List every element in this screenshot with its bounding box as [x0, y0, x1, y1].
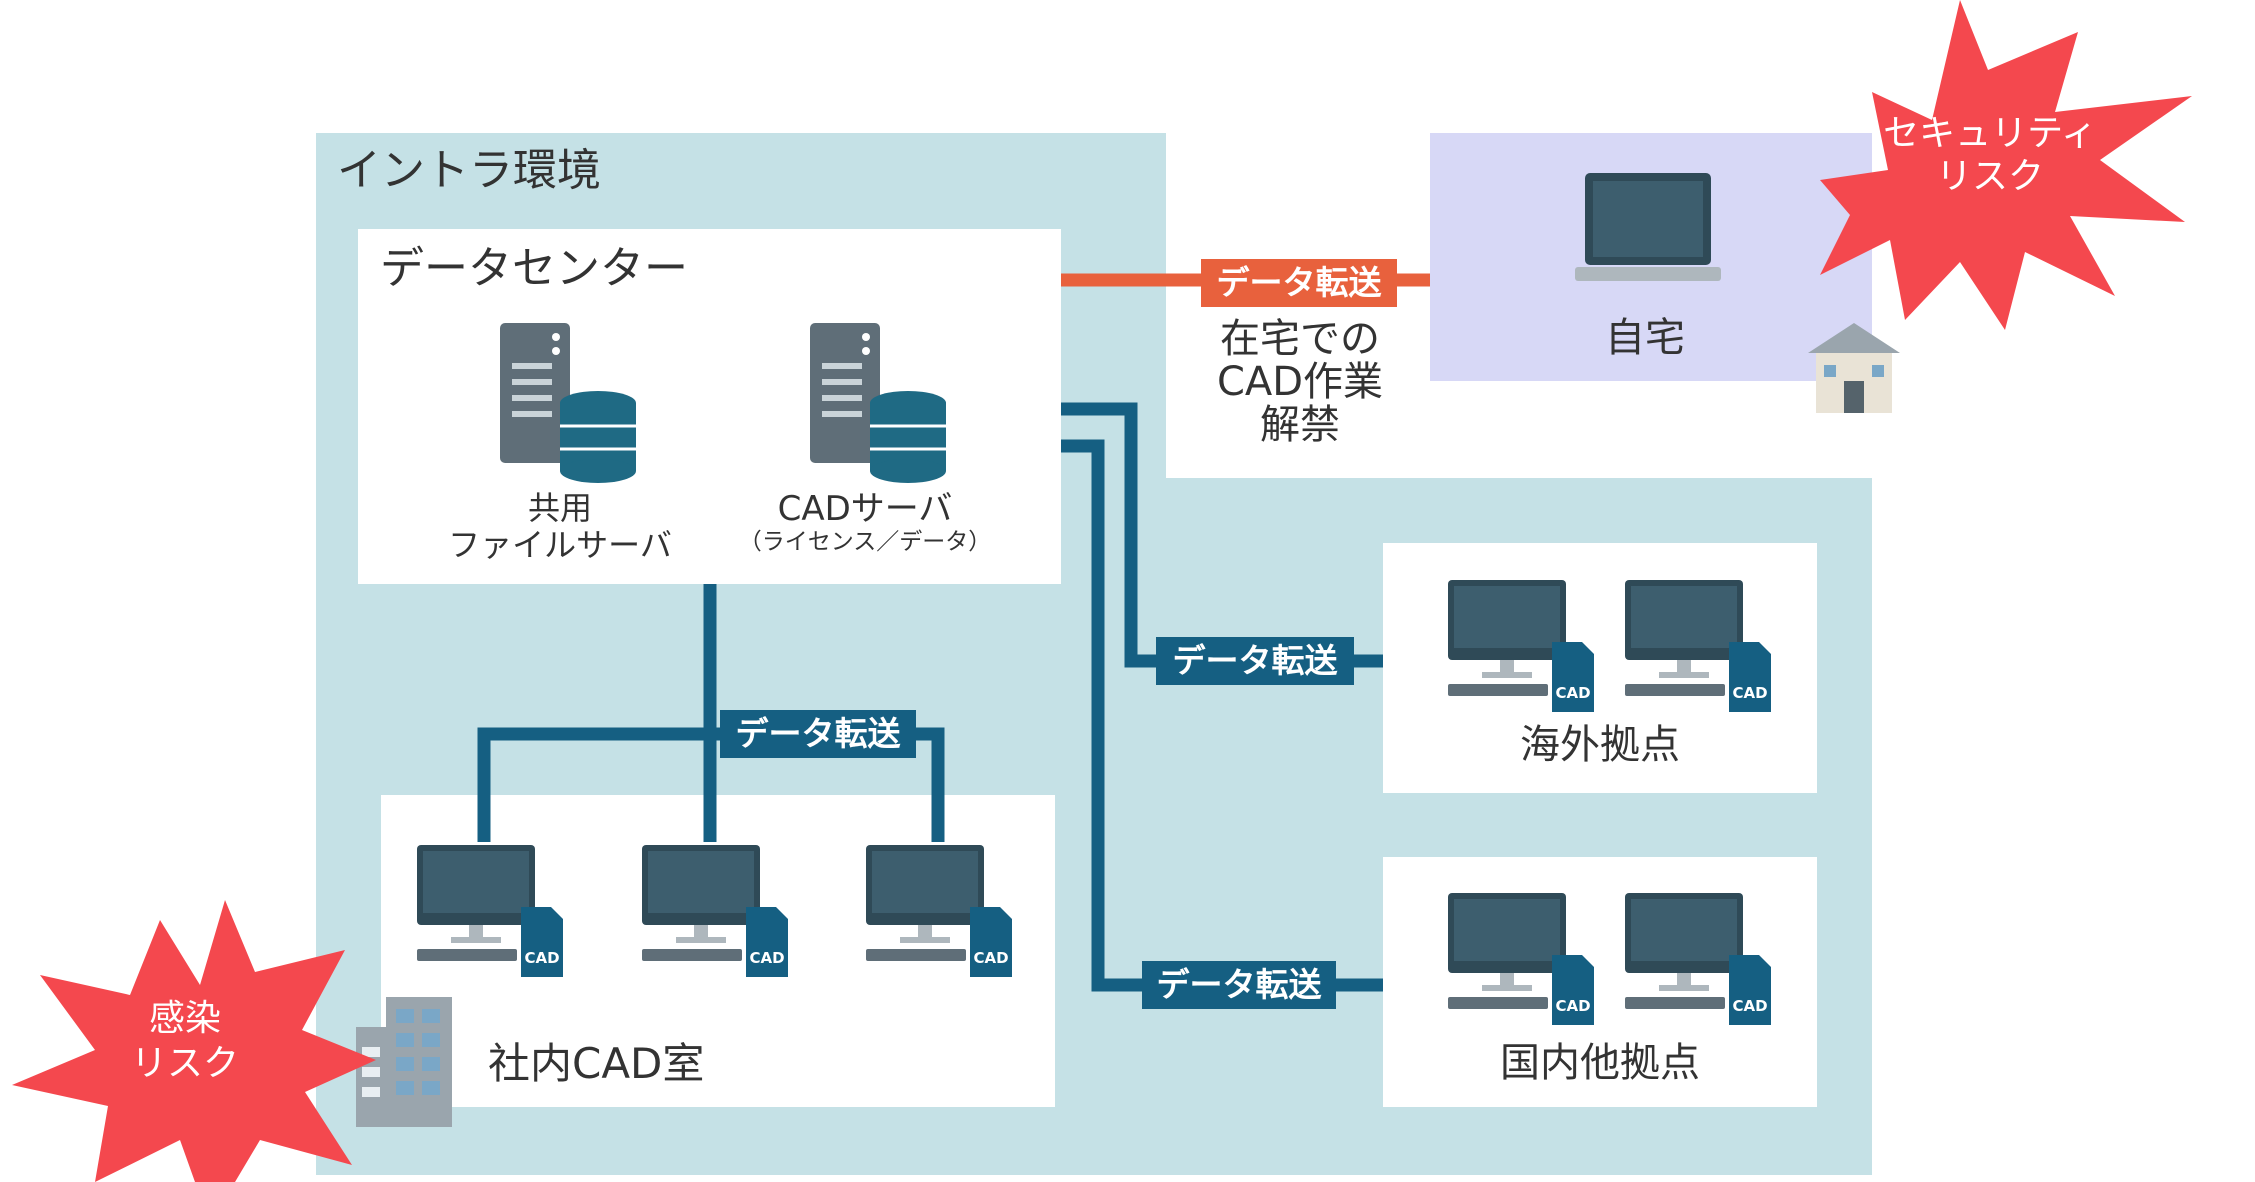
laptop-icon	[1575, 173, 1721, 281]
security-risk-line1: セキュリティ	[1883, 113, 2097, 154]
cad-file-tag: CAD	[524, 949, 559, 967]
overseas-monitor-1-icon: CAD	[1448, 580, 1594, 712]
shared-server-label-line2: ファイルサーバ	[448, 525, 672, 564]
security-burst-shape	[1820, 0, 2192, 330]
infection-risk-line1: 感染	[148, 998, 221, 1039]
cad-server-label: CADサーバ （ライセンス／データ）	[715, 489, 1015, 556]
infection-risk-label: 感染 リスク	[105, 996, 265, 1086]
shared-server-label-line1: 共用	[527, 489, 592, 527]
home-note-line2: CAD作業	[1216, 359, 1384, 406]
cad-room-monitor-2-icon: CAD	[642, 845, 788, 977]
domestic-monitor-2-icon: CAD	[1625, 893, 1771, 1025]
shared-server-icon	[500, 323, 636, 483]
house-icon	[1808, 323, 1900, 413]
cad-file-tag: CAD	[1555, 997, 1590, 1015]
home-note-line3: 解禁	[1260, 402, 1340, 449]
transfer-badge-overseas: データ転送	[1156, 637, 1354, 685]
building-icon	[356, 997, 452, 1127]
cad-room-branch-line	[477, 727, 945, 842]
domestic-title: 国内他拠点	[1500, 1040, 1700, 1086]
cad-room-title: 社内CAD室	[488, 1039, 705, 1088]
cad-file-tag: CAD	[749, 949, 784, 967]
domestic-link-line	[1061, 439, 1383, 992]
cad-room-monitor-1-icon: CAD	[417, 845, 563, 977]
home-note-line1: 在宅での	[1220, 316, 1380, 362]
overseas-title: 海外拠点	[1520, 722, 1680, 768]
cad-server-label-line2: （ライセンス／データ）	[738, 529, 992, 556]
cad-file-tag: CAD	[1732, 997, 1767, 1015]
transfer-badge-home: データ転送	[1201, 259, 1397, 307]
cad-server-label-line1: CADサーバ	[777, 489, 953, 529]
security-risk-line2: リスク	[1935, 156, 2044, 198]
home-title: 自宅	[1605, 315, 1685, 361]
overseas-monitor-2-icon: CAD	[1625, 580, 1771, 712]
transfer-badge-cad-room: データ転送	[720, 710, 916, 758]
security-risk-label: セキュリティ リスク	[1860, 112, 2120, 198]
cad-file-tag: CAD	[1732, 684, 1767, 702]
shared-server-label: 共用 ファイルサーバ	[420, 490, 700, 564]
cad-file-tag: CAD	[973, 949, 1008, 967]
infection-risk-line2: リスク	[130, 1043, 239, 1084]
domestic-monitor-1-icon: CAD	[1448, 893, 1594, 1025]
infection-burst-shape	[12, 900, 376, 1182]
home-note: 在宅での CAD作業 解禁	[1170, 316, 1430, 449]
intranet-title: イントラ環境	[337, 145, 601, 196]
cad-room-monitor-3-icon: CAD	[866, 845, 1012, 977]
cad-server-icon	[810, 323, 946, 483]
transfer-badge-domestic: データ転送	[1142, 961, 1336, 1009]
datacenter-title: データセンター	[380, 243, 688, 294]
cad-file-tag: CAD	[1555, 684, 1590, 702]
